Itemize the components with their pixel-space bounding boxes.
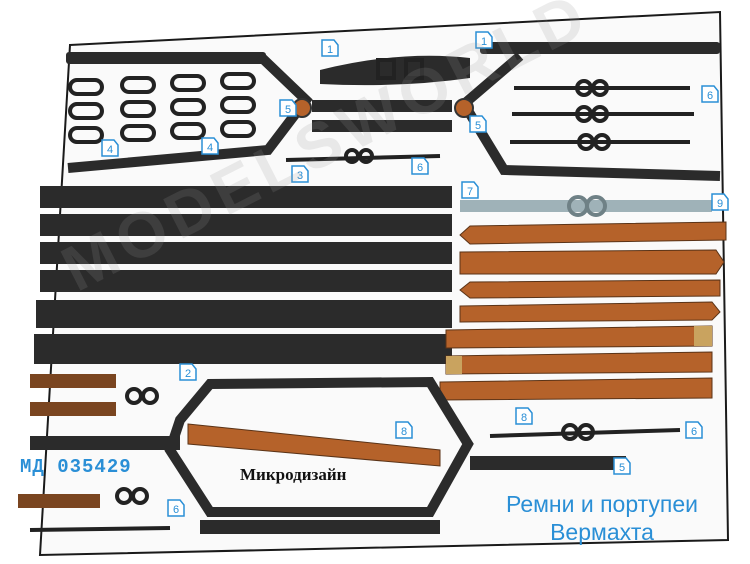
- callout-number: 5: [475, 120, 481, 132]
- loop-buckles: [376, 58, 424, 80]
- callout-marker: 1: [475, 31, 493, 49]
- callout-marker: 3: [291, 165, 309, 183]
- buckles: [446, 326, 712, 374]
- callouts: 1 1 2 3 4 4 5 5 5 6 6 6 6 7 8 8 9: [101, 31, 729, 517]
- y-strap-right: [457, 52, 721, 181]
- callout-marker: 6: [411, 157, 429, 175]
- callout-number: 6: [417, 162, 423, 174]
- callout-marker: 9: [711, 193, 729, 211]
- callout-number: 5: [285, 104, 291, 116]
- callout-marker: 4: [201, 137, 219, 155]
- callout-number: 1: [481, 36, 487, 48]
- title-line-1: Ремни и портупеи: [505, 491, 699, 517]
- callout-number: 4: [207, 142, 213, 154]
- callout-number: 6: [173, 504, 179, 516]
- callout-marker: 7: [461, 181, 479, 199]
- callout-number: 1: [327, 44, 333, 56]
- callout-number: 2: [185, 368, 191, 380]
- callout-number: 8: [521, 412, 527, 424]
- product-code: МД 035429: [20, 456, 132, 478]
- brand-label: Микродизайн: [240, 465, 347, 484]
- dark-long-straps: [34, 186, 452, 364]
- callout-marker: 6: [685, 421, 703, 439]
- bottom-frame-strap: [164, 376, 474, 517]
- loops-grid: [68, 72, 256, 144]
- gray-strap: [460, 195, 712, 217]
- title-line-2: Вермахта: [550, 519, 654, 545]
- callout-marker: 6: [167, 499, 185, 517]
- callout-number: 6: [707, 90, 713, 102]
- callout-marker: 2: [179, 363, 197, 381]
- bottom-leather-strap: [187, 423, 441, 467]
- callout-number: 8: [401, 426, 407, 438]
- callout-marker: 1: [321, 39, 339, 57]
- y-strap-left: [67, 52, 313, 173]
- callout-marker: 8: [515, 407, 533, 425]
- callout-marker: 5: [469, 115, 487, 133]
- callout-number: 9: [717, 198, 723, 210]
- leather-straps: [439, 221, 727, 401]
- callout-marker: 8: [395, 421, 413, 439]
- callout-number: 3: [297, 170, 303, 182]
- callout-number: 6: [691, 426, 697, 438]
- dring-bars: [285, 79, 694, 164]
- callout-number: 4: [107, 144, 113, 156]
- callout-marker: 5: [279, 99, 297, 117]
- product-title: Ремни и портупеи Вермахта: [482, 490, 722, 546]
- small-buckle-parts: [18, 374, 681, 532]
- callout-marker: 4: [101, 139, 119, 157]
- callout-marker: 6: [701, 85, 719, 103]
- callout-number: 7: [467, 186, 473, 198]
- callout-marker: 5: [613, 457, 631, 475]
- callout-number: 5: [619, 462, 625, 474]
